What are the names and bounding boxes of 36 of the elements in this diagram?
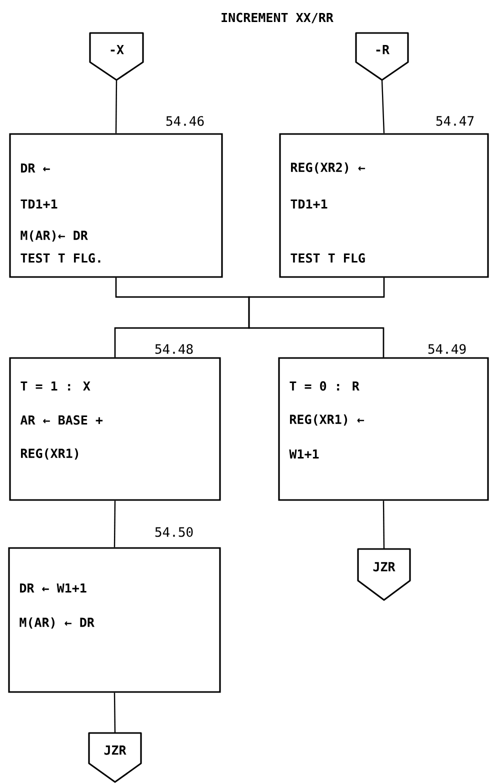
connector-pentagon: JZR — [88, 732, 142, 783]
connector-line — [114, 692, 116, 733]
connector-pentagon: -R — [355, 32, 409, 81]
code-line: TD1+1 — [290, 199, 328, 209]
connector-line — [382, 500, 385, 549]
step-number: 54.50 — [155, 527, 193, 537]
connector-line — [248, 278, 385, 358]
process-box — [9, 133, 223, 278]
code-line: W1+1 — [289, 449, 319, 459]
code-line: REG(XR1) ← — [290, 414, 364, 426]
code-line: TD1+1 — [20, 199, 58, 209]
code-line: TEST T FLG. — [20, 253, 100, 263]
code-line: M(AR)← DR — [20, 230, 88, 242]
process-box — [8, 547, 221, 693]
connector-line — [114, 500, 116, 548]
connector-pentagon: JZR — [357, 548, 411, 601]
code-line: AR ← BASE + — [20, 415, 103, 425]
code-line: DR ← — [21, 163, 50, 173]
code-line: REG(XR2) ← — [291, 162, 366, 174]
code-line: REG(XR1) — [21, 448, 78, 460]
code-line: TEST T FLG — [290, 253, 365, 263]
process-box — [279, 133, 489, 278]
connector-line — [115, 80, 118, 134]
step-number: 54.49 — [428, 344, 466, 354]
connector-line — [381, 80, 385, 134]
code-line: DR ← W1+1 — [20, 583, 86, 593]
code-line: T = 0 : R — [290, 381, 360, 391]
process-box — [278, 357, 489, 501]
step-number: 54.47 — [436, 116, 474, 126]
step-number: 54.48 — [155, 344, 193, 354]
process-box — [9, 357, 221, 501]
code-line: T = 1 : X — [20, 381, 90, 391]
connector-pentagon: -X — [89, 32, 144, 81]
step-number: 54.46 — [166, 116, 204, 126]
code-line: M(AR) ← DR — [20, 617, 94, 629]
title: INCREMENT XX/RR — [222, 12, 334, 24]
